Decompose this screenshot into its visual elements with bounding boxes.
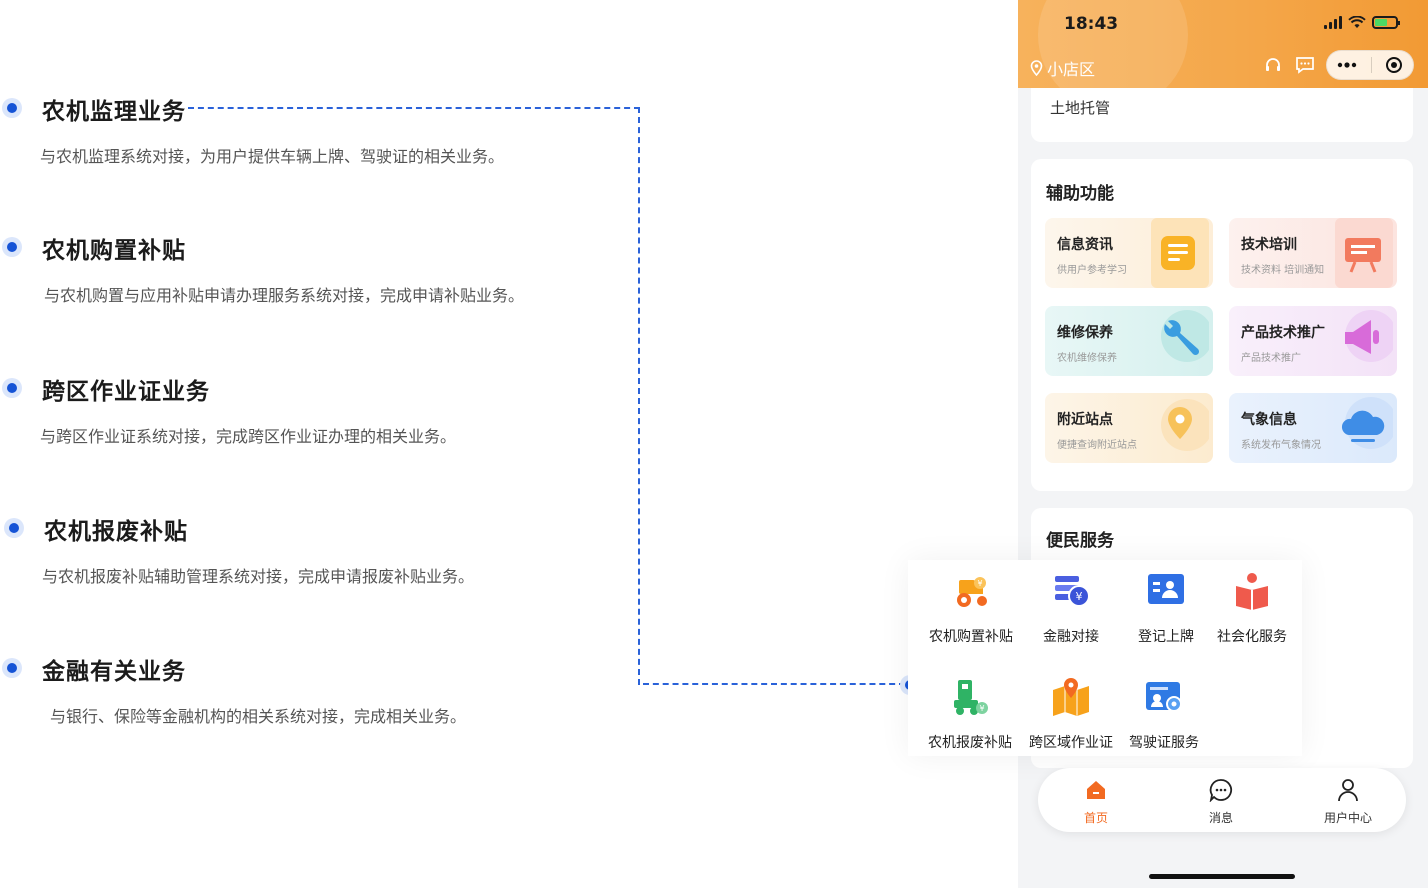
capsule-divider xyxy=(1370,57,1372,73)
feature-title: 金融有关业务 xyxy=(42,652,188,686)
bullet-dot xyxy=(2,378,22,398)
service-label: 跨区域作业证 xyxy=(1029,735,1113,751)
tile-subtitle: 农机维修保养 xyxy=(1057,353,1117,364)
tile-subtitle: 供用户参考学习 xyxy=(1057,265,1127,276)
tab-messages[interactable]: 消息 xyxy=(1181,778,1261,826)
home-indicator xyxy=(1149,874,1295,879)
bullet-dot xyxy=(4,518,24,538)
tile-nearby-stations[interactable]: 附近站点 便捷查询附近站点 xyxy=(1045,393,1213,463)
map-icon xyxy=(1053,678,1089,716)
feature-title: 农机监理业务 xyxy=(42,92,188,126)
message-icon xyxy=(1209,779,1233,803)
tile-subtitle: 系统发布气象情况 xyxy=(1241,440,1321,451)
tile-title: 技术培训 xyxy=(1241,237,1297,253)
mini-program-capsule xyxy=(1326,50,1414,80)
wrench-icon xyxy=(1161,310,1209,362)
headset-icon[interactable] xyxy=(1262,54,1284,76)
bullet-dot xyxy=(2,658,22,678)
service-scrap-subsidy[interactable]: ¥ 农机报废补贴 xyxy=(922,674,1018,752)
aux-section-title: 辅助功能 xyxy=(1046,184,1114,204)
connector-line xyxy=(643,683,905,685)
tab-label: 首页 xyxy=(1083,811,1108,825)
tile-title: 信息资讯 xyxy=(1057,237,1113,253)
service-label: 农机报废补贴 xyxy=(928,735,1012,751)
license-icon xyxy=(1146,682,1182,712)
tile-maintenance[interactable]: 维修保养 农机维修保养 xyxy=(1045,306,1213,376)
battery-icon xyxy=(1372,16,1400,29)
status-time: 18:43 xyxy=(1064,14,1119,34)
location-label: 小店区 xyxy=(1047,60,1096,79)
tile-subtitle: 便捷查询附近站点 xyxy=(1057,440,1137,451)
service-label: 驾驶证服务 xyxy=(1129,735,1199,751)
connector-line xyxy=(188,107,640,109)
conv-section-title: 便民服务 xyxy=(1046,531,1114,551)
document-icon xyxy=(1151,218,1209,288)
tab-label: 用户中心 xyxy=(1323,811,1372,825)
feature-desc: 与农机购置与应用补贴申请办理服务系统对接，完成申请补贴业务。 xyxy=(44,286,525,305)
tile-product-promo[interactable]: 产品技术推广 产品技术推广 xyxy=(1229,306,1397,376)
feature-desc: 与农机报废补贴辅助管理系统对接，完成申请报废补贴业务。 xyxy=(42,567,475,586)
bottom-tab-bar: 首页 消息 用户中心 xyxy=(1038,768,1406,832)
status-icons xyxy=(1324,16,1400,29)
service-finance[interactable]: ¥ 金融对接 xyxy=(1023,568,1119,646)
chat-icon[interactable] xyxy=(1294,54,1316,76)
tile-title: 气象信息 xyxy=(1241,412,1297,428)
tile-info-news[interactable]: 信息资讯 供用户参考学习 xyxy=(1045,218,1213,288)
harvester-icon: ¥ xyxy=(954,680,988,715)
tab-user-center[interactable]: 用户中心 xyxy=(1308,778,1388,826)
megaphone-icon xyxy=(1345,310,1393,362)
service-registration[interactable]: 登记上牌 xyxy=(1118,568,1214,646)
location-pin-icon xyxy=(1030,60,1043,76)
book-user-icon xyxy=(1236,573,1268,610)
tractor-icon: ¥ xyxy=(957,577,987,607)
tile-tech-training[interactable]: 技术培训 技术资料 培训通知 xyxy=(1229,218,1397,288)
service-label: 社会化服务 xyxy=(1217,629,1287,645)
feature-desc: 与银行、保险等金融机构的相关系统对接，完成相关业务。 xyxy=(50,707,467,726)
connector-line xyxy=(638,107,640,685)
feature-title: 农机报废补贴 xyxy=(44,512,190,546)
svg-text:¥: ¥ xyxy=(979,704,984,713)
land-trust-card[interactable]: 土地托管 xyxy=(1031,88,1413,142)
bullet-dot xyxy=(2,237,22,257)
location-selector[interactable]: 小店区 xyxy=(1030,56,1095,80)
more-icon[interactable] xyxy=(1337,62,1357,68)
id-card-icon xyxy=(1148,574,1184,604)
tile-weather[interactable]: 气象信息 系统发布气象情况 xyxy=(1229,393,1397,463)
wifi-icon xyxy=(1348,16,1366,28)
bullet-dot xyxy=(2,98,22,118)
feature-desc: 与跨区作业证系统对接，完成跨区作业证办理的相关业务。 xyxy=(40,427,457,446)
finance-icon: ¥ xyxy=(1055,576,1090,607)
svg-text:¥: ¥ xyxy=(977,579,982,588)
header-actions xyxy=(1262,50,1414,80)
aux-functions-card: 辅助功能 信息资讯 供用户参考学习 技术培训 技术资料 培训通知 维修保养 农机… xyxy=(1031,159,1413,491)
tab-label: 消息 xyxy=(1208,811,1233,825)
service-cross-region[interactable]: 跨区域作业证 xyxy=(1023,674,1119,752)
user-icon xyxy=(1338,779,1358,802)
tab-home[interactable]: 首页 xyxy=(1056,778,1136,826)
tile-title: 附近站点 xyxy=(1057,412,1113,428)
tile-subtitle: 产品技术推广 xyxy=(1241,353,1301,364)
app-header: 18:43 小店区 xyxy=(1018,0,1428,110)
signal-icon xyxy=(1324,16,1342,29)
service-purchase-subsidy[interactable]: ¥ 农机购置补贴 xyxy=(923,568,1019,646)
service-label: 农机购置补贴 xyxy=(929,629,1013,645)
service-label: 金融对接 xyxy=(1043,629,1099,645)
service-social[interactable]: 社会化服务 xyxy=(1204,568,1300,646)
presentation-icon xyxy=(1335,218,1393,288)
feature-desc: 与农机监理系统对接，为用户提供车辆上牌、驾驶证的相关业务。 xyxy=(40,147,505,166)
service-driver-license[interactable]: 驾驶证服务 xyxy=(1116,674,1212,752)
feature-title: 跨区作业证业务 xyxy=(42,372,212,406)
land-trust-label: 土地托管 xyxy=(1050,99,1111,117)
tile-title: 产品技术推广 xyxy=(1241,325,1325,341)
service-label: 登记上牌 xyxy=(1138,629,1194,645)
cloud-icon xyxy=(1341,397,1393,449)
tile-subtitle: 技术资料 培训通知 xyxy=(1241,265,1325,276)
feature-title: 农机购置补贴 xyxy=(42,231,188,265)
close-target-icon[interactable] xyxy=(1385,56,1403,74)
svg-text:¥: ¥ xyxy=(1076,590,1083,603)
tile-title: 维修保养 xyxy=(1057,325,1113,341)
home-icon xyxy=(1087,781,1105,799)
location-pin-icon xyxy=(1161,399,1209,451)
services-grid: ¥ 农机购置补贴 ¥ 金融对接 登记上牌 社会化服务 ¥ 农机报废补贴 跨区域作… xyxy=(908,560,1302,756)
